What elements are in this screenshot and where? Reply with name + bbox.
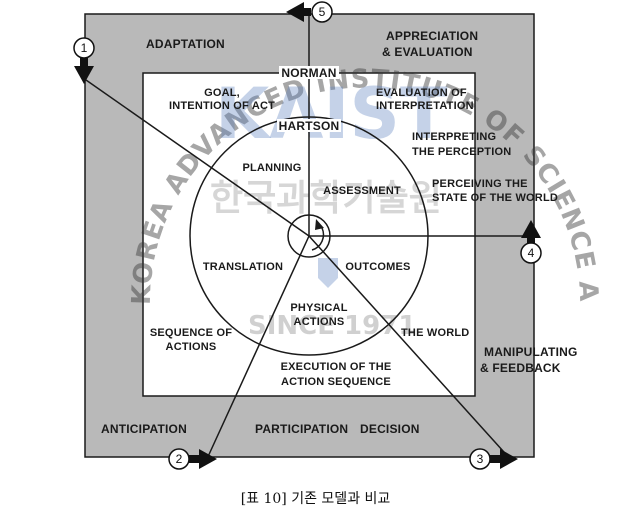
label-interpreting-2: THE PERCEPTION bbox=[412, 146, 511, 158]
norman-title: NORMAN bbox=[281, 66, 336, 80]
line-3 bbox=[308, 235, 513, 462]
label-decision: DECISION bbox=[360, 422, 420, 436]
label-goal-2: INTENTION OF ACT bbox=[169, 100, 275, 112]
marker-3: 3 bbox=[469, 448, 518, 470]
watermark-year: SINCE 1971 bbox=[248, 311, 416, 341]
arrow-down-stem bbox=[80, 58, 88, 68]
hartson-title-bg bbox=[277, 119, 341, 132]
label-translation: TRANSLATION bbox=[203, 261, 283, 273]
label-perceiving-2: STATE OF THE WORLD bbox=[432, 192, 558, 204]
label-evaluation-2: INTERPRETATION bbox=[376, 100, 474, 112]
label-outcomes: OUTCOMES bbox=[345, 261, 410, 273]
arrow-up-icon bbox=[521, 220, 541, 238]
label-appreciation-2: & EVALUATION bbox=[382, 45, 473, 59]
label-assessment: ASSESSMENT bbox=[323, 185, 401, 197]
arrow-left-stem bbox=[303, 8, 311, 16]
label-execution-1: EXECUTION OF THE bbox=[281, 361, 392, 373]
label-sequence-1: SEQUENCE OF bbox=[150, 327, 232, 339]
label-the-world: THE WORLD bbox=[401, 327, 469, 339]
label-appreciation-1: APPRECIATION bbox=[386, 29, 478, 43]
marker-4-label: 4 bbox=[528, 246, 535, 260]
label-participation: PARTICIPATION bbox=[255, 422, 348, 436]
marker-2-label: 2 bbox=[176, 452, 183, 466]
arrow-down-icon bbox=[74, 66, 94, 84]
label-physical-2: ACTIONS bbox=[294, 316, 345, 328]
watermark-emblem-icon bbox=[318, 258, 338, 288]
norman-title-bg bbox=[279, 66, 339, 79]
arrow-right-icon-2 bbox=[199, 449, 217, 469]
watermark-kaist: KAIST bbox=[215, 73, 448, 155]
label-anticipation: ANTICIPATION bbox=[101, 422, 187, 436]
marker-1-label: 1 bbox=[81, 41, 88, 55]
hartson-title: HARTSON bbox=[279, 119, 340, 133]
label-evaluation-1: EVALUATION OF bbox=[376, 87, 467, 99]
arrow-up-stem bbox=[527, 236, 535, 244]
marker-1: 1 bbox=[73, 37, 95, 84]
marker-4-circle bbox=[520, 242, 542, 264]
watermark-korean: 한국과학기술원 bbox=[210, 178, 442, 219]
marker-5-circle bbox=[311, 1, 333, 23]
center-arrowhead-icon bbox=[315, 219, 324, 230]
marker-2: 2 bbox=[168, 448, 217, 470]
center-rotation-arrow bbox=[311, 227, 325, 251]
label-planning: PLANNING bbox=[242, 162, 301, 174]
marker-3-label: 3 bbox=[477, 452, 484, 466]
label-interpreting-1: INTERPRETING bbox=[412, 131, 496, 143]
label-perceiving-1: PERCEIVING THE bbox=[432, 178, 528, 190]
label-adaptation: ADAPTATION bbox=[146, 37, 225, 51]
figure-caption: [표 10] 기존 모델과 비교 bbox=[240, 491, 391, 507]
label-sequence-2: ACTIONS bbox=[166, 341, 217, 353]
marker-5-label: 5 bbox=[319, 5, 326, 19]
label-physical-1: PHYSICAL bbox=[290, 302, 347, 314]
label-manipulating-2: & FEEDBACK bbox=[480, 361, 561, 375]
label-manipulating-1: MANIPULATING bbox=[484, 345, 578, 359]
arrow-left-icon bbox=[286, 2, 304, 22]
arrow-right-stem-2 bbox=[189, 455, 201, 463]
marker-4: 4 bbox=[520, 220, 542, 264]
arrow-right-icon-3 bbox=[500, 449, 518, 469]
line-2 bbox=[205, 235, 310, 462]
label-goal-1: GOAL, bbox=[204, 87, 240, 99]
line-1 bbox=[85, 79, 310, 237]
arrow-right-stem-3 bbox=[490, 455, 502, 463]
label-execution-2: ACTION SEQUENCE bbox=[281, 376, 391, 388]
marker-5: 5 bbox=[286, 1, 333, 23]
